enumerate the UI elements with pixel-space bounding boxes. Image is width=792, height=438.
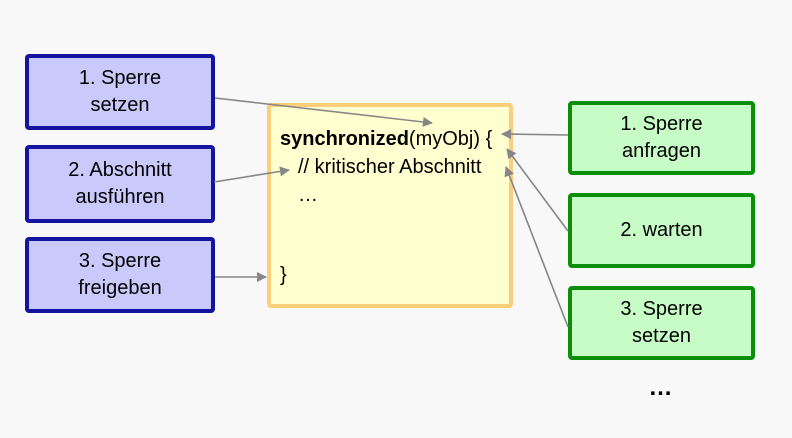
step-line-2: setzen <box>90 94 150 116</box>
code-line-closing-brace: } <box>280 264 287 286</box>
code-line-ellipsis: … <box>298 184 318 206</box>
step-box-sperre-freigeben: 3. Sperre freigeben <box>25 237 215 313</box>
step-line-1: 1. Sperre <box>78 67 162 89</box>
code-line-synchronized: synchronized(myObj) { <box>280 125 509 153</box>
code-line-1-rest: (myObj) { <box>408 128 493 150</box>
code-spacer <box>280 209 509 261</box>
code-box: synchronized(myObj) { // kritischer Absc… <box>267 103 513 308</box>
arrow-sperre-setzen-right-to-brace <box>504 166 569 328</box>
step-box-sperre-setzen-right: 3. Sperre setzen <box>568 286 755 360</box>
step-line-2: setzen <box>632 325 691 347</box>
code-line-comment: // kritischer Abschnitt <box>298 156 482 178</box>
step-line-2: anfragen <box>622 140 701 162</box>
continuation-ellipsis: … <box>648 374 675 401</box>
step-line-2: freigeben <box>78 277 162 299</box>
step-box-warten: 2. warten <box>568 193 755 268</box>
step-box-sperre-setzen: 1. Sperre setzen <box>25 54 215 130</box>
step-line-1: 2. Abschnitt <box>68 159 172 181</box>
arrow-warten-to-brace <box>506 148 569 232</box>
step-line-1: 1. Sperre <box>620 113 703 135</box>
step-box-sperre-anfragen: 1. Sperre anfragen <box>568 101 755 175</box>
code-keyword: synchronized <box>280 128 409 150</box>
step-box-abschnitt-ausfuehren: 2. Abschnitt ausführen <box>25 145 215 223</box>
step-line-1: 3. Sperre <box>620 298 703 320</box>
step-line-1: 3. Sperre <box>78 250 162 272</box>
step-line-1: 2. warten <box>620 219 703 241</box>
step-line-2: ausführen <box>75 186 165 208</box>
